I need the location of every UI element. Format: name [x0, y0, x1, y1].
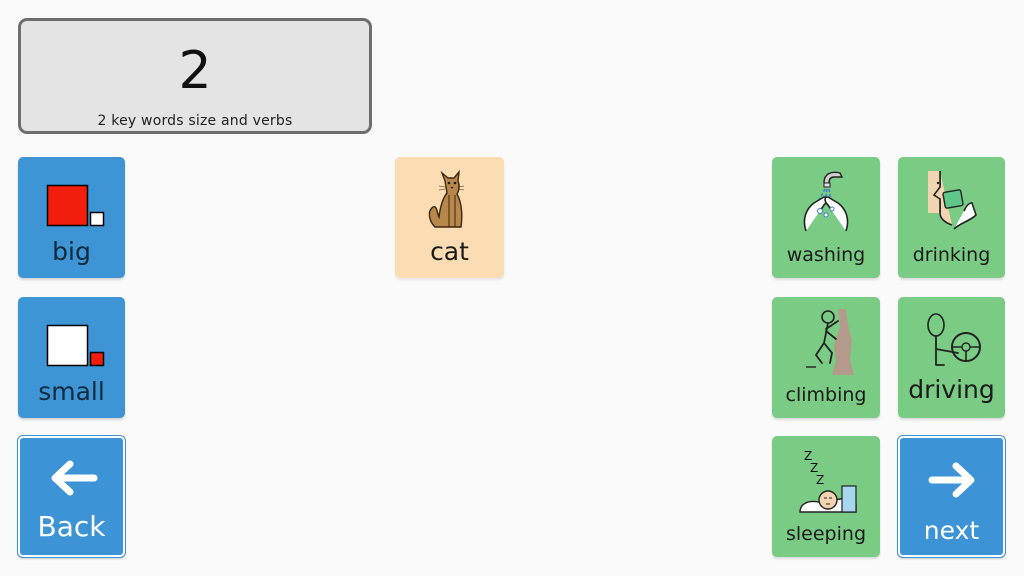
- cat-icon: [428, 169, 465, 228]
- drinking-label: drinking: [912, 244, 991, 266]
- washing-label: washing: [786, 244, 866, 266]
- driving-button[interactable]: driving: [898, 297, 1005, 418]
- climbing-label: climbing: [785, 384, 867, 406]
- arrow-right-icon: [928, 462, 975, 498]
- drinking-icon: [928, 171, 977, 230]
- driving-label: driving: [908, 375, 995, 404]
- svg-text:Z: Z: [816, 473, 824, 487]
- washing-hands-icon: [803, 171, 849, 232]
- message-bar[interactable]: 2 2 key words size and verbs: [18, 18, 372, 134]
- drinking-button[interactable]: drinking: [898, 157, 1005, 278]
- small-button[interactable]: small: [18, 297, 125, 418]
- sleeping-label: sleeping: [786, 523, 866, 545]
- next-label: next: [923, 516, 980, 545]
- next-button[interactable]: next: [898, 436, 1005, 557]
- cat-button[interactable]: cat: [395, 157, 504, 278]
- climbing-icon: [806, 309, 854, 375]
- big-square-icon: [46, 184, 105, 227]
- message-subtitle: 2 key words size and verbs: [97, 113, 293, 129]
- cat-label: cat: [430, 237, 469, 266]
- message-number: 2: [178, 41, 212, 101]
- washing-button[interactable]: washing: [772, 157, 880, 278]
- small-label: small: [38, 377, 105, 406]
- back-button[interactable]: Back: [18, 436, 125, 557]
- arrow-left-icon: [51, 460, 98, 496]
- svg-text:Z: Z: [804, 449, 812, 463]
- driving-icon: [927, 313, 981, 366]
- svg-text:Z: Z: [810, 461, 818, 475]
- back-label: Back: [37, 510, 106, 543]
- big-button[interactable]: big: [18, 157, 125, 278]
- climbing-button[interactable]: climbing: [772, 297, 880, 418]
- sleeping-button[interactable]: Z Z Z sleeping: [772, 436, 880, 557]
- big-label: big: [52, 237, 91, 266]
- sleeping-icon: Z Z Z: [799, 449, 857, 513]
- small-square-icon: [46, 324, 105, 367]
